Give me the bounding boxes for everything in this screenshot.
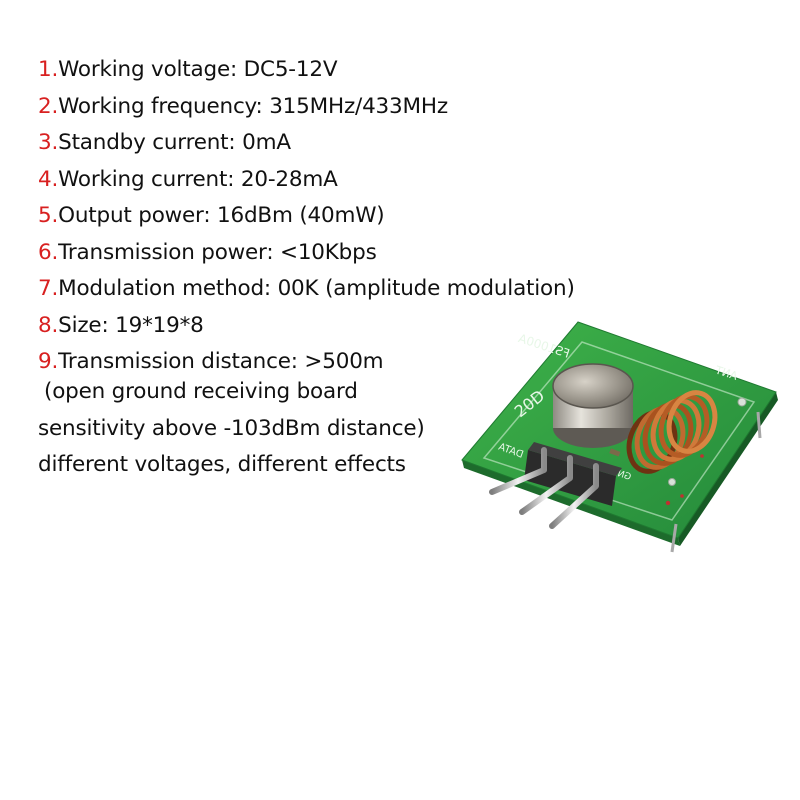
spec-item: 2Working frequency: 315MHz/433MHz: [38, 89, 575, 126]
metal-can-rim: [552, 363, 634, 409]
note-line: sensitivity above -103dBm distance): [38, 415, 425, 441]
spec-item: 6Transmission power: <10Kbps: [38, 235, 575, 272]
spec-number: 8: [38, 313, 58, 338]
spec-text: Transmission power: <10Kbps: [58, 239, 377, 265]
silkscreen-model: FS1000A: [516, 331, 572, 361]
smd-component: [609, 448, 621, 457]
note-line: different voltages, different effects: [38, 452, 406, 477]
spec-text: Standby current: 0mA: [58, 130, 291, 155]
spec-text: Working current: 20-28mA: [58, 166, 338, 192]
note-line: (open ground receiving board: [44, 379, 358, 404]
underside-pin: [756, 411, 762, 439]
spec-number: 1: [38, 57, 58, 82]
spec-item: 1Working voltage: DC5-12V: [38, 52, 575, 89]
via-pad: [668, 478, 676, 486]
rf-transmitter-module-photo: FS1000A ANT DATA GND 20D: [461, 321, 778, 553]
via-pad: [680, 494, 684, 498]
via-pad: [700, 454, 704, 458]
spec-list: 1Working voltage: DC5-12V 2Working frequ…: [38, 52, 575, 381]
header-pins: [489, 447, 599, 529]
spec-text: Output power: 16dBm (40mW): [58, 203, 385, 228]
spec-item: 3Standby current: 0mA: [38, 125, 575, 162]
spec-item: 7Modulation method: 00K (amplitude modul…: [38, 271, 575, 308]
spec-text: Modulation method: 00K (amplitude modula…: [58, 276, 575, 301]
spec-number: 7: [38, 276, 58, 301]
copper-coil: [626, 390, 718, 474]
spec-number: 5: [38, 203, 58, 228]
spec-notes: (open ground receiving board sensitivity…: [38, 374, 425, 484]
spec-number: 9: [38, 349, 58, 374]
spec-text: Working voltage: DC5-12V: [58, 57, 338, 82]
spec-text: Size: 19*19*8: [58, 312, 204, 338]
metal-can-top: [553, 364, 633, 408]
spec-number: 2: [38, 94, 58, 119]
via-pad: [665, 500, 671, 506]
spec-item: 8Size: 19*19*8: [38, 308, 575, 345]
spec-text: Transmission distance: >500m: [58, 349, 384, 374]
via-pad: [737, 397, 747, 407]
spec-item: 4Working current: 20-28mA: [38, 162, 575, 199]
spec-item: 9Transmission distance: >500m: [38, 344, 575, 381]
spec-number: 4: [38, 167, 58, 192]
spec-text: Working frequency: 315MHz/433MHz: [58, 93, 448, 119]
spec-number: 6: [38, 240, 58, 265]
pcb-side-edge: [678, 392, 778, 546]
spec-number: 3: [38, 130, 58, 155]
spec-item: 5Output power: 16dBm (40mW): [38, 198, 575, 235]
underside-pin: [670, 523, 678, 553]
